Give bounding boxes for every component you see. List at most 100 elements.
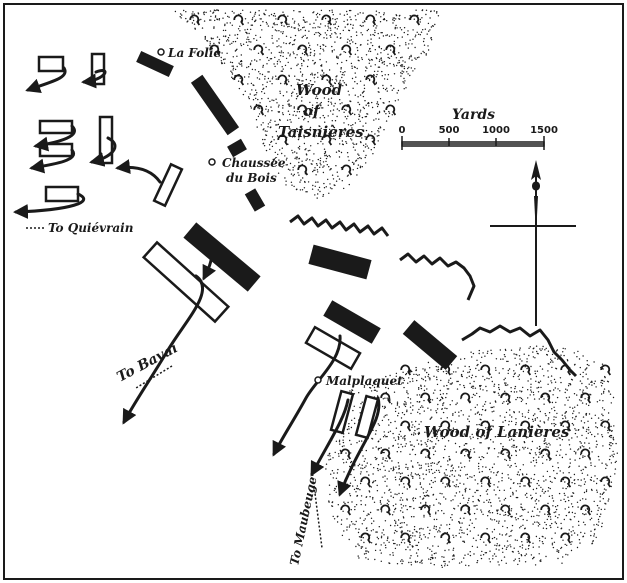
stipple-dot [483, 541, 485, 543]
stipple-dot [315, 19, 317, 21]
stipple-dot [359, 94, 362, 96]
stipple-dot [394, 542, 396, 545]
stipple-dot [456, 380, 458, 383]
stipple-dot [519, 469, 521, 471]
stipple-dot [330, 103, 333, 105]
stipple-dot [329, 34, 331, 37]
stipple-dot [478, 462, 480, 465]
stipple-dot [303, 129, 306, 132]
stipple-dot [511, 529, 513, 532]
stipple-dot [383, 407, 386, 409]
stipple-dot [577, 429, 579, 431]
stipple-dot [470, 449, 472, 451]
stipple-dot [365, 449, 367, 452]
stipple-dot [322, 107, 324, 109]
stipple-dot [486, 493, 489, 495]
stipple-dot [543, 403, 545, 405]
stipple-dot [297, 28, 299, 30]
stipple-dot [502, 551, 504, 553]
stipple-dot [282, 52, 284, 54]
stipple-dot [322, 48, 324, 50]
stipple-dot [315, 95, 318, 97]
stipple-dot [395, 522, 397, 525]
stipple-dot [256, 92, 258, 94]
stipple-dot [445, 498, 447, 500]
stipple-dot [361, 440, 363, 442]
stipple-dot [472, 385, 475, 387]
stipple-dot [431, 399, 434, 401]
stipple-dot [604, 375, 606, 378]
stipple-dot [454, 495, 456, 497]
stipple-dot [598, 459, 600, 461]
stipple-dot [375, 446, 377, 448]
stipple-dot [371, 384, 374, 387]
stipple-dot [461, 532, 463, 534]
stipple-dot [252, 17, 254, 19]
stipple-dot [576, 546, 579, 549]
tree-icon [321, 74, 333, 86]
stipple-dot [465, 564, 467, 566]
stipple-dot [547, 515, 550, 518]
tree-icon [460, 504, 472, 516]
stipple-dot [524, 508, 526, 511]
stipple-dot [437, 403, 439, 406]
stipple-dot [444, 448, 446, 451]
stipple-dot [414, 497, 417, 500]
stipple-dot [377, 70, 379, 73]
stipple-dot [422, 498, 424, 500]
stipple-dot [469, 382, 471, 385]
stipple-dot [415, 366, 417, 369]
stipple-dot [419, 467, 421, 470]
stipple-dot [305, 159, 307, 161]
stipple-dot [346, 118, 348, 120]
stipple-dot [397, 519, 400, 521]
tree-icon [277, 74, 289, 86]
stipple-dot [485, 466, 487, 468]
stipple-dot [402, 60, 404, 62]
stipple-dot [468, 415, 470, 417]
stipple-dot [505, 382, 507, 384]
stipple-dot [594, 414, 596, 416]
stipple-dot [467, 418, 469, 420]
stipple-dot [368, 78, 371, 81]
stipple-dot [425, 53, 427, 55]
stipple-dot [303, 54, 306, 56]
stipple-dot [231, 71, 233, 74]
stipple-dot [291, 136, 294, 138]
stipple-dot [405, 402, 407, 404]
stipple-dot [380, 52, 382, 54]
stipple-dot [384, 480, 386, 483]
stipple-dot [297, 172, 299, 174]
stipple-dot [389, 62, 391, 65]
stipple-dot [522, 370, 525, 373]
tree-icon [600, 364, 612, 376]
stipple-dot [274, 29, 277, 31]
stipple-dot [403, 483, 405, 485]
stipple-dot [610, 430, 613, 432]
stipple-dot [311, 113, 313, 116]
stipple-dot [583, 422, 586, 424]
stipple-dot [508, 535, 510, 537]
stipple-dot [260, 124, 262, 126]
stipple-dot [411, 421, 413, 423]
stipple-dot [491, 380, 493, 383]
stipple-dot [471, 396, 473, 399]
stipple-dot [554, 532, 556, 534]
stipple-dot [191, 13, 193, 15]
tree-icon [540, 448, 552, 460]
stipple-dot [366, 514, 368, 517]
stipple-dot [270, 140, 273, 143]
stipple-dot [333, 184, 335, 186]
stipple-dot [527, 389, 529, 391]
stipple-dot [267, 126, 269, 128]
stipple-dot [413, 526, 416, 528]
stipple-dot [530, 365, 532, 368]
stipple-dot [401, 472, 403, 474]
stipple-dot [362, 21, 364, 24]
stipple-dot [527, 548, 530, 550]
stipple-dot [447, 440, 450, 442]
stipple-dot [401, 72, 403, 75]
stipple-dot [526, 361, 528, 363]
stipple-dot [408, 58, 410, 60]
tree-icon [540, 392, 552, 404]
